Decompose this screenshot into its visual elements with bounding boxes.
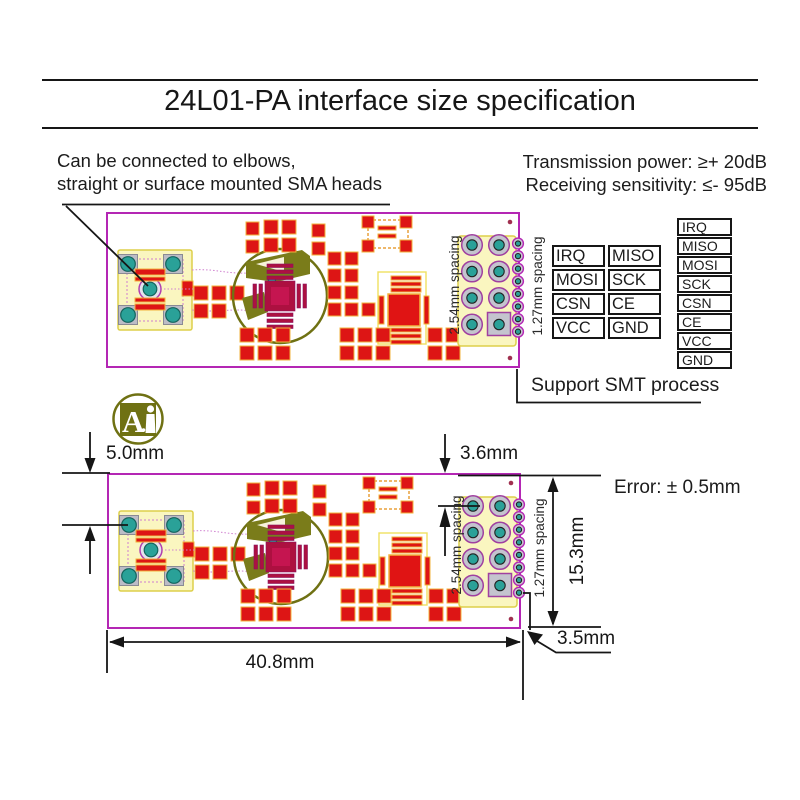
pin-list-item: IRQ — [677, 218, 732, 236]
spacing-254-bottom: 2.54mm spacing — [449, 495, 464, 595]
dim-top-to-hole: 5.0mm — [106, 443, 165, 464]
rf-specs: Transmission power: ≥+ 20dB Receiving se… — [505, 150, 767, 196]
ai-logo: A — [112, 393, 164, 445]
error-note: Error: ± 0.5mm — [614, 477, 741, 498]
pin-list-table: IRQ MISO MOSI SCK CSN CE VCC GND — [677, 217, 732, 370]
dim-board-height: 15.3mm — [567, 516, 588, 586]
transmission-power: Transmission power: ≥+ 20dB — [522, 151, 767, 172]
sma-note: Can be connected to elbows, straight or … — [57, 149, 382, 195]
dim-edge-width: 3.5mm — [557, 628, 616, 649]
leader-lines — [62, 203, 701, 404]
pin-list-item: VCC — [677, 332, 732, 350]
pin-list-item: GND — [677, 351, 732, 369]
receiving-sensitivity: Receiving sensitivity: ≤- 95dB — [525, 174, 767, 195]
logo-person-head-icon — [146, 405, 155, 413]
spacing-127-top: 1.27mm spacing — [530, 236, 545, 336]
pin-list-item: SCK — [677, 275, 732, 293]
dim-top-to-pad: 3.6mm — [460, 443, 519, 464]
pin-cell: CSN — [552, 293, 605, 315]
pin-list-item: MISO — [677, 237, 732, 255]
smt-note: Support SMT process — [531, 374, 720, 396]
pin-cell: MISO — [608, 245, 661, 267]
sma-note-line1: Can be connected to elbows, — [57, 150, 296, 171]
pin-cell: CE — [608, 293, 661, 315]
sma-note-line2: straight or surface mounted SMA heads — [57, 173, 382, 194]
dimension-arrowheads — [84, 458, 559, 648]
pin-cell: MOSI — [552, 269, 605, 291]
pin-cell: SCK — [608, 269, 661, 291]
pin-list-item: MOSI — [677, 256, 732, 274]
pin-mapping-table: IRQ MISO MOSI SCK CSN CE VCC GND — [549, 243, 664, 341]
title-rule-top — [42, 79, 758, 81]
logo-person-body-icon — [145, 414, 156, 433]
page-title: 24L01-PA interface size specification — [164, 85, 636, 117]
logo-letter: A — [122, 404, 145, 439]
pin-cell: VCC — [552, 317, 605, 339]
dimension-lines — [62, 432, 611, 700]
title-rule-bottom — [42, 127, 758, 129]
pin-list-item: CE — [677, 313, 732, 331]
pin-list-item: CSN — [677, 294, 732, 312]
spacing-254-top: 2.54mm spacing — [447, 235, 462, 335]
pin-cell: IRQ — [552, 245, 605, 267]
dim-board-width: 40.8mm — [245, 652, 315, 673]
spacing-127-bottom: 1.27mm spacing — [532, 498, 547, 598]
pin-cell: GND — [608, 317, 661, 339]
